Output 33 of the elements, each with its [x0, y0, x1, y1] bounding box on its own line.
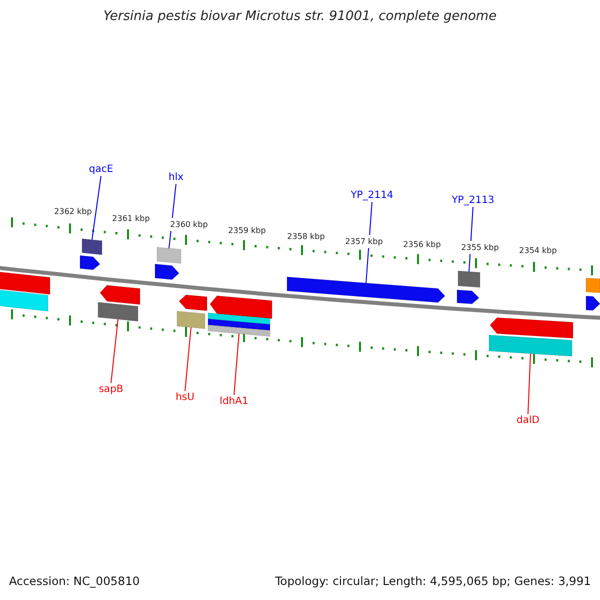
- gene-feature: [286, 276, 446, 303]
- gene-label: dalD: [516, 414, 540, 427]
- gene-block: [458, 270, 480, 288]
- gene-label: YP_2114: [350, 189, 394, 202]
- gene-block: [176, 310, 206, 330]
- scale-label: 2354 kbp: [518, 244, 558, 257]
- gene-label: ldhA1: [220, 395, 248, 408]
- accession-note: Accession: NC_005810: [9, 575, 140, 588]
- gene-label: hlx: [168, 171, 184, 184]
- leader-line: [110, 318, 118, 384]
- leader-line: [92, 176, 102, 240]
- gene-block: [208, 312, 270, 337]
- gene-label: sapB: [98, 383, 124, 396]
- leader-line: [528, 353, 531, 414]
- genome-summary: Topology: circular; Length: 4,595,065 bp; Genes: 3,991: [275, 575, 591, 588]
- scale-label: 2356 kbp: [402, 238, 442, 251]
- title: Yersinia pestis biovar Microtus str. 91001, complete genome: [102, 10, 498, 23]
- gene-block: [82, 238, 102, 256]
- gene-block: [98, 302, 138, 322]
- scale-label: 2357 kbp: [344, 235, 384, 248]
- leader-line: [234, 333, 240, 396]
- scale-label: 2358 kbp: [286, 230, 326, 243]
- gene-block: [156, 246, 182, 264]
- scale-label: 2359 kbp: [227, 224, 267, 237]
- gene-label: qacE: [88, 163, 114, 176]
- scale-label: 2361 kbp: [111, 212, 151, 225]
- scale-label: 2355 kbp: [460, 241, 500, 254]
- gene-block: [488, 317, 574, 357]
- gene-label: YP_2113: [452, 194, 494, 207]
- scale-label: 2362 kbp: [53, 205, 93, 218]
- leader-line: [184, 326, 192, 392]
- gene-label: hsU: [176, 391, 194, 404]
- scale-label: 2360 kbp: [169, 218, 209, 231]
